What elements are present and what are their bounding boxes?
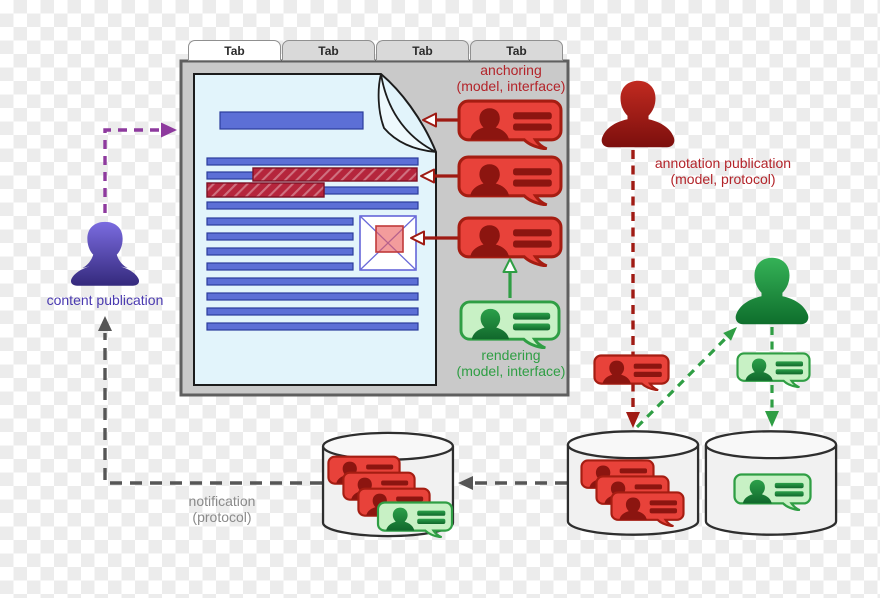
- consume-annotations-arrow: [635, 327, 737, 429]
- notification-label-line1: notification: [188, 493, 256, 509]
- text-line: [206, 292, 419, 301]
- tab-label: Tab: [412, 43, 433, 58]
- anchoring-arrow-1: [422, 112, 458, 128]
- rendering-label-line1: rendering: [481, 347, 541, 363]
- text-line: [206, 277, 419, 286]
- highlighted-annotation-span: [252, 167, 418, 182]
- tab-3[interactable]: Tab: [376, 40, 469, 61]
- red-user-silhouette-icon: [601, 80, 675, 148]
- anchoring-label-line1: anchoring: [480, 62, 542, 78]
- annotation-publication-label-line1: annotation publication: [654, 155, 792, 171]
- green-annotation-icon-publishing: [737, 353, 810, 388]
- rendering-label: rendering (model, interface): [437, 347, 585, 379]
- purple-user-silhouette-icon: [70, 221, 140, 286]
- tab-label: Tab: [224, 43, 245, 58]
- document-page: [193, 73, 437, 386]
- folded-corner: [377, 73, 437, 153]
- anchoring-arrow-2: [420, 168, 458, 184]
- green-user-silhouette-icon: [735, 257, 809, 325]
- anchoring-label: anchoring (model, interface): [437, 62, 585, 94]
- browser-tab-bar: Tab Tab Tab Tab: [188, 40, 563, 61]
- text-line: [206, 232, 354, 241]
- annotation-publication-arrow: [626, 150, 640, 428]
- text-line: [206, 247, 354, 256]
- annotation-store-red: [566, 430, 700, 536]
- notification-arrow-db: [458, 476, 567, 490]
- content-publication-arrow: [103, 122, 177, 213]
- content-publication-label-line1: content publication: [46, 292, 164, 308]
- text-line: [206, 171, 256, 180]
- highlighted-annotation-span: [206, 182, 325, 198]
- text-line: [206, 217, 354, 226]
- store-annotation-arrow: [765, 327, 779, 427]
- tab-2[interactable]: Tab: [282, 40, 375, 61]
- rendering-arrow: [502, 258, 518, 298]
- text-line: [206, 307, 419, 316]
- notification-arrow-user: [98, 316, 322, 485]
- annotation-store-mixed: [321, 431, 455, 538]
- tab-4[interactable]: Tab: [470, 40, 563, 61]
- notification-label-line2: (protocol): [192, 508, 252, 525]
- tab-label: Tab: [506, 43, 527, 58]
- annotation-store-green: [704, 430, 838, 536]
- text-line: [206, 201, 419, 210]
- text-line: [323, 186, 419, 195]
- tab-1[interactable]: Tab: [188, 40, 281, 61]
- text-line: [206, 322, 419, 331]
- content-publication-label: content publication: [15, 292, 195, 309]
- text-line: [206, 157, 419, 166]
- rendering-label-line2: (model, interface): [456, 362, 566, 379]
- image-placeholder-icon: [359, 215, 417, 271]
- page-title-bar: [219, 111, 364, 130]
- annotation-publication-label: annotation publication (model, protocol): [610, 155, 836, 187]
- tab-label: Tab: [318, 43, 339, 58]
- anchoring-label-line2: (model, interface): [456, 77, 566, 94]
- text-line: [206, 262, 354, 271]
- notification-label: notification (protocol): [142, 493, 302, 525]
- highlighted-image-region: [375, 225, 404, 253]
- anchoring-arrow-3: [410, 230, 458, 246]
- annotation-publication-label-line2: (model, protocol): [670, 170, 776, 187]
